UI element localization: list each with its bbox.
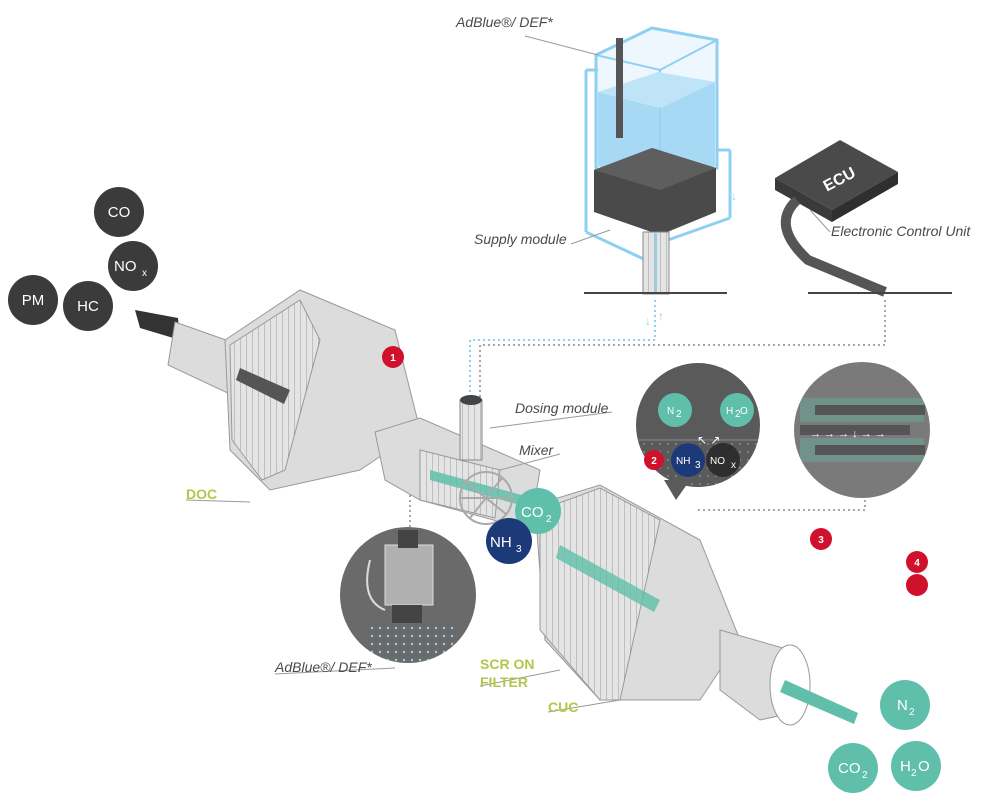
bubble-co2-out: CO 2 bbox=[828, 743, 878, 793]
svg-text:2: 2 bbox=[676, 409, 682, 420]
dosing-module-label: Dosing module bbox=[515, 400, 609, 416]
scr-label-line1: SCR ON bbox=[480, 656, 534, 672]
svg-text:H: H bbox=[726, 406, 733, 417]
svg-text:CO: CO bbox=[838, 760, 861, 777]
svg-text:O: O bbox=[740, 406, 748, 417]
svg-text:x: x bbox=[142, 268, 147, 279]
svg-text:CO: CO bbox=[521, 504, 544, 521]
reaction-inset: ↖ ↗ bbox=[636, 363, 760, 500]
svg-text:N: N bbox=[667, 406, 674, 417]
connection-lines bbox=[409, 300, 886, 530]
svg-text:2: 2 bbox=[651, 456, 657, 467]
bubble-nh3-mid: NH 3 bbox=[486, 518, 532, 564]
bubble-pm: PM bbox=[8, 275, 58, 325]
adblue-top-label: AdBlue®/ DEF* bbox=[455, 14, 553, 30]
inset-bubble-nox: NO x bbox=[706, 443, 740, 477]
svg-text:→ → → ↓ → →: → → → ↓ → → bbox=[810, 428, 886, 440]
marker-4: 4 bbox=[906, 551, 928, 573]
supply-module-label: Supply module bbox=[474, 231, 567, 247]
bubble-co: CO bbox=[94, 187, 144, 237]
inset-bubble-n2: N 2 bbox=[658, 393, 692, 427]
svg-text:1: 1 bbox=[390, 353, 396, 364]
svg-text:HC: HC bbox=[77, 298, 99, 315]
inset-bubble-nh3: NH 3 bbox=[671, 443, 705, 477]
marker-3: 3 bbox=[810, 528, 832, 550]
svg-text:3: 3 bbox=[516, 544, 522, 555]
svg-text:2: 2 bbox=[862, 770, 868, 781]
svg-text:2: 2 bbox=[546, 514, 552, 525]
svg-text:↑: ↑ bbox=[658, 309, 664, 323]
exhaust-system bbox=[135, 289, 858, 726]
mixer-icon bbox=[459, 471, 513, 525]
svg-text:2: 2 bbox=[911, 768, 917, 779]
ecu-icon: ECU bbox=[775, 140, 952, 297]
marker-2: 2 bbox=[644, 450, 664, 470]
bubble-n2-out: N 2 bbox=[880, 680, 930, 730]
bubble-nox: NO x bbox=[108, 241, 158, 291]
svg-text:CO: CO bbox=[108, 204, 131, 221]
adblue-bottom-label: AdBlue®/ DEF* bbox=[274, 659, 372, 675]
svg-text:4: 4 bbox=[914, 558, 920, 569]
scr-label-line2: FILTER bbox=[480, 674, 528, 690]
svg-text:N: N bbox=[897, 697, 908, 714]
svg-text:x: x bbox=[731, 460, 736, 471]
marker-1: 1 bbox=[382, 346, 404, 368]
leader-lines bbox=[185, 35, 831, 713]
ecu-caption: Electronic Control Unit bbox=[831, 223, 971, 239]
svg-text:3: 3 bbox=[818, 535, 824, 546]
svg-text:2: 2 bbox=[735, 409, 741, 420]
svg-text:PM: PM bbox=[22, 292, 45, 309]
doc-label: DOC bbox=[186, 486, 217, 502]
svg-text:NO: NO bbox=[710, 456, 725, 467]
inset-bubble-h2o: H 2 O bbox=[720, 393, 754, 427]
svg-text:NH: NH bbox=[490, 534, 512, 551]
marker-blank bbox=[906, 574, 928, 596]
bubble-co2-mid: CO 2 bbox=[515, 488, 561, 534]
nozzle-icon bbox=[340, 527, 476, 663]
filter-flow-inset: → → → ↓ → → bbox=[794, 362, 930, 498]
svg-text:↖ ↗: ↖ ↗ bbox=[697, 433, 720, 447]
svg-text:NH: NH bbox=[676, 456, 690, 467]
cuc-label: CUC bbox=[548, 699, 578, 715]
svg-text:O: O bbox=[918, 758, 930, 775]
bubble-hc: HC bbox=[63, 281, 113, 331]
svg-text:3: 3 bbox=[695, 460, 701, 471]
bubble-h2o-out: H 2 O bbox=[891, 741, 941, 791]
supply-module-block: ↓ ↑ bbox=[584, 148, 727, 328]
svg-text:H: H bbox=[900, 758, 911, 775]
svg-text:↓: ↓ bbox=[731, 189, 737, 203]
mixer-label: Mixer bbox=[519, 442, 555, 458]
svg-text:2: 2 bbox=[909, 707, 915, 718]
svg-text:NO: NO bbox=[114, 258, 137, 275]
svg-text:↓: ↓ bbox=[645, 314, 651, 328]
